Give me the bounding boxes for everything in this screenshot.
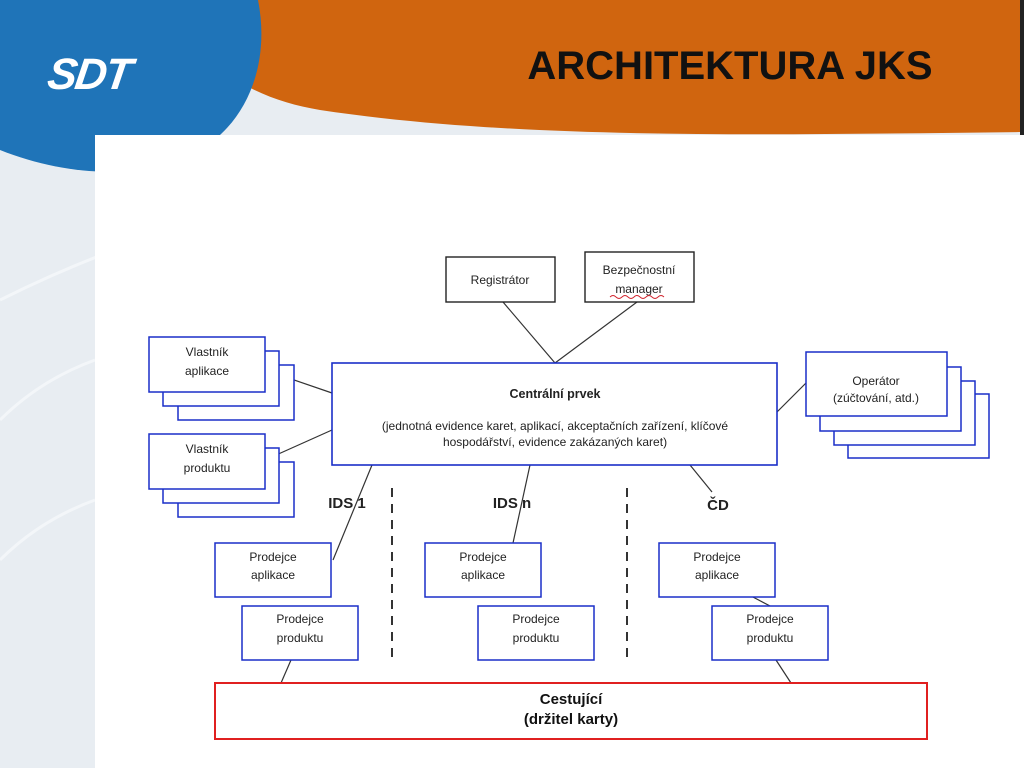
cd-product-seller-label-1: Prodejce	[746, 612, 794, 626]
ids1-app-seller-label-2: aplikace	[251, 568, 295, 582]
logo-circle	[0, 0, 262, 172]
central-title: Centrální prvek	[509, 387, 600, 401]
traveler-label-2: (držitel karty)	[524, 711, 618, 728]
security-manager-box: Bezpečnostní manager	[584, 251, 695, 303]
section-ids-n: IDS n	[493, 495, 531, 512]
cd-product-seller-box: Prodejce produktu	[711, 605, 829, 661]
cd-app-seller-label-1: Prodejce	[693, 550, 741, 564]
central-desc-2: hospodářství, evidence zakázaných karet)	[443, 435, 667, 449]
registrator-label: Registrátor	[471, 273, 530, 287]
product-owner-label-2: produktu	[184, 461, 231, 475]
central-desc-1: (jednotná evidence karet, aplikací, akce…	[382, 419, 729, 433]
spellcheck-underline	[609, 295, 665, 299]
central-element-box: Centrální prvek (jednotná evidence karet…	[331, 362, 778, 466]
app-owner-label-2: aplikace	[185, 364, 229, 378]
product-owner-label-1: Vlastník	[186, 442, 230, 456]
product-owner-stack	[148, 433, 295, 518]
traveler-box: Cestující (držitel karty)	[214, 682, 928, 740]
idsn-app-seller-label-1: Prodejce	[459, 550, 507, 564]
idsn-product-seller-box: Prodejce produktu	[477, 605, 595, 661]
registrator-box: Registrátor	[445, 256, 556, 303]
ids1-app-seller-box: Prodejce aplikace	[214, 542, 332, 598]
operator-label-1: Operátor	[852, 374, 899, 388]
operator-stack	[805, 351, 990, 459]
security-manager-label-2: manager	[615, 282, 662, 296]
app-owner-label-1: Vlastník	[186, 345, 230, 359]
section-dividers	[391, 488, 628, 660]
ids1-product-seller-box: Prodejce produktu	[241, 605, 359, 661]
idsn-app-seller-box: Prodejce aplikace	[424, 542, 542, 598]
operator-label-2: (zúčtování, atd.)	[833, 391, 919, 405]
page-title: ARCHITEKTURA JKS	[527, 44, 933, 88]
idsn-product-seller-label-1: Prodejce	[512, 612, 560, 626]
section-cd: ČD	[707, 496, 729, 514]
ids1-app-seller-label-1: Prodejce	[249, 550, 297, 564]
ids1-product-seller-label-2: produktu	[277, 631, 324, 645]
traveler-label-1: Cestující	[540, 691, 603, 708]
idsn-app-seller-label-2: aplikace	[461, 568, 505, 582]
security-manager-label-1: Bezpečnostní	[603, 263, 676, 277]
orange-banner	[150, 0, 1024, 135]
app-owner-stack	[148, 336, 295, 421]
ids1-product-seller-label-1: Prodejce	[276, 612, 324, 626]
cd-app-seller-box: Prodejce aplikace	[658, 542, 776, 598]
cd-app-seller-label-2: aplikace	[695, 568, 739, 582]
cd-product-seller-label-2: produktu	[747, 631, 794, 645]
section-ids-1: IDS 1	[328, 495, 366, 512]
idsn-product-seller-label-2: produktu	[513, 631, 560, 645]
